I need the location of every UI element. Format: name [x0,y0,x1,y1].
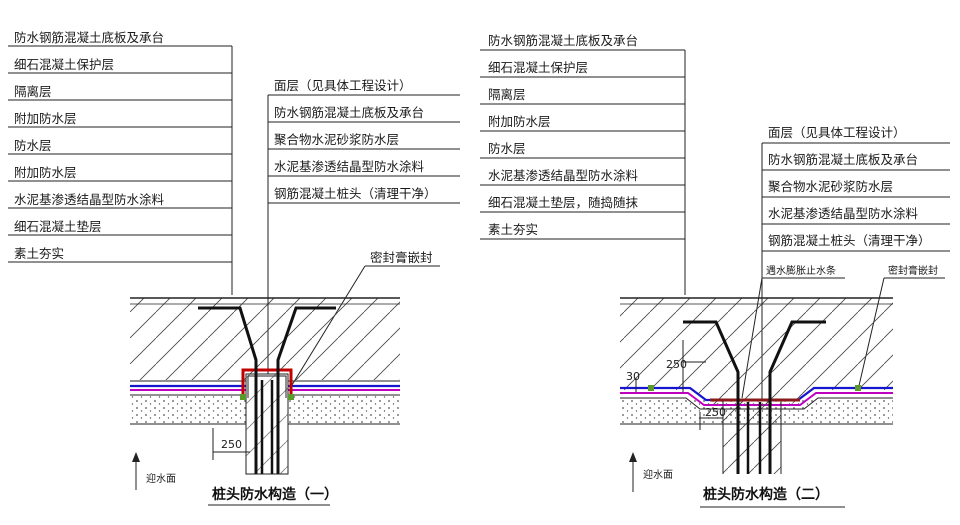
fig2-pile-label: 面层（见具体工程设计） [768,125,906,140]
fig2-layer-label: 隔离层 [488,87,526,102]
fig2-stop-label: 遇水膨胀止水条 [766,264,836,277]
fig1-dim-250: 250 [221,438,242,451]
fig1-main-layer-table: 防水钢筋混凝土底板及承台 细石混凝土保护层 隔离层 附加防水层 防水层 附加防水… [8,30,233,295]
fig2-slab [620,298,893,404]
fig2-rebar-left [683,320,740,474]
fig2-layer-label: 防水钢筋混凝土底板及承台 [488,33,638,48]
fig2-pile-label: 防水钢筋混凝土底板及承台 [768,152,918,167]
fig1-water-face-label: 迎水面 [146,473,176,485]
fig1-pile-coating [241,368,293,398]
fig1-layer-label: 隔离层 [14,84,52,99]
fig2-layer-label: 细石混凝土保护层 [488,60,588,75]
fig2-rebar-right [768,320,826,474]
fig2-layer-label: 细石混凝土垫层，随捣随抹 [488,195,639,210]
fig2-seal-point [648,385,654,391]
fig1-section: 250 迎水面 桩头防水构造（一） [130,297,400,506]
fig1-layer-label: 附加防水层 [14,111,77,126]
fig1-pile-label: 面层（见具体工程设计） [274,78,412,93]
fig2-seal-point [855,385,861,391]
fig2-pile-label: 聚合物水泥砂浆防水层 [768,179,893,194]
fig1-layer-label: 细石混凝土保护层 [14,57,114,72]
fig1-layer-label: 附加防水层 [14,165,77,180]
figure-2: 防水钢筋混凝土底板及承台 细石混凝土保护层 隔离层 附加防水层 防水层 水泥基渗… [480,33,950,508]
fig1-caption: 桩头防水构造（一） [212,486,338,503]
fig2-layer-label: 防水层 [488,141,526,156]
fig2-water-face-label: 迎水面 [643,469,673,481]
fig1-layer-label: 防水钢筋混凝土底板及承台 [14,30,164,45]
fig2-layer-label: 附加防水层 [488,114,551,129]
fig2-layer-label: 水泥基渗透结晶型防水涂料 [488,168,639,183]
fig1-layer-label: 细石混凝土垫层 [14,219,102,234]
fig2-pile-label: 水泥基渗透结晶型防水涂料 [768,206,919,221]
fig1-pile-label: 防水钢筋混凝土底板及承台 [274,105,424,120]
fig1-layer-label: 水泥基渗透结晶型防水涂料 [14,192,165,207]
fig1-layer-label: 防水层 [14,138,52,153]
fig2-seal-label: 密封膏嵌封 [888,264,938,277]
fig1-pile-label: 钢筋混凝土桩头（清理干净） [274,186,437,201]
fig2-dim-30: 30 [626,370,640,383]
fig1-pile-label: 水泥基渗透结晶型防水涂料 [274,159,425,174]
fig2-section: 250 250 30 迎水面 桩头防水构造（二） [620,297,893,508]
fig1-rebar-right [276,306,336,474]
figure-1: 防水钢筋混凝土底板及承台 细石混凝土保护层 隔离层 附加防水层 防水层 附加防水… [8,30,460,506]
fig2-pile-label: 钢筋混凝土桩头（清理干净） [768,233,931,248]
fig1-pile-label: 聚合物水泥砂浆防水层 [274,132,399,147]
fig2-pile [723,400,781,474]
fig1-rebar-left [198,306,258,474]
fig1-slab [130,298,400,380]
fig2-caption: 桩头防水构造（二） [703,486,829,503]
fig1-layer-label: 素土夯实 [14,246,64,261]
fig2-pile-layer-table: 面层（见具体工程设计） 防水钢筋混凝土底板及承台 聚合物水泥砂浆防水层 水泥基渗… [761,125,950,400]
fig1-seal-label: 密封膏嵌封 [370,250,433,265]
fig2-dim-250-lower: 250 [705,406,726,419]
fig2-dim-250-upper: 250 [666,358,687,371]
fig2-layer-label: 素土夯实 [488,222,538,237]
fig1-pile-layer-table: 面层（见具体工程设计） 防水钢筋混凝土底板及承台 聚合物水泥砂浆防水层 水泥基渗… [267,78,460,380]
fig2-main-layer-table: 防水钢筋混凝土底板及承台 细石混凝土保护层 隔离层 附加防水层 防水层 水泥基渗… [480,33,686,295]
